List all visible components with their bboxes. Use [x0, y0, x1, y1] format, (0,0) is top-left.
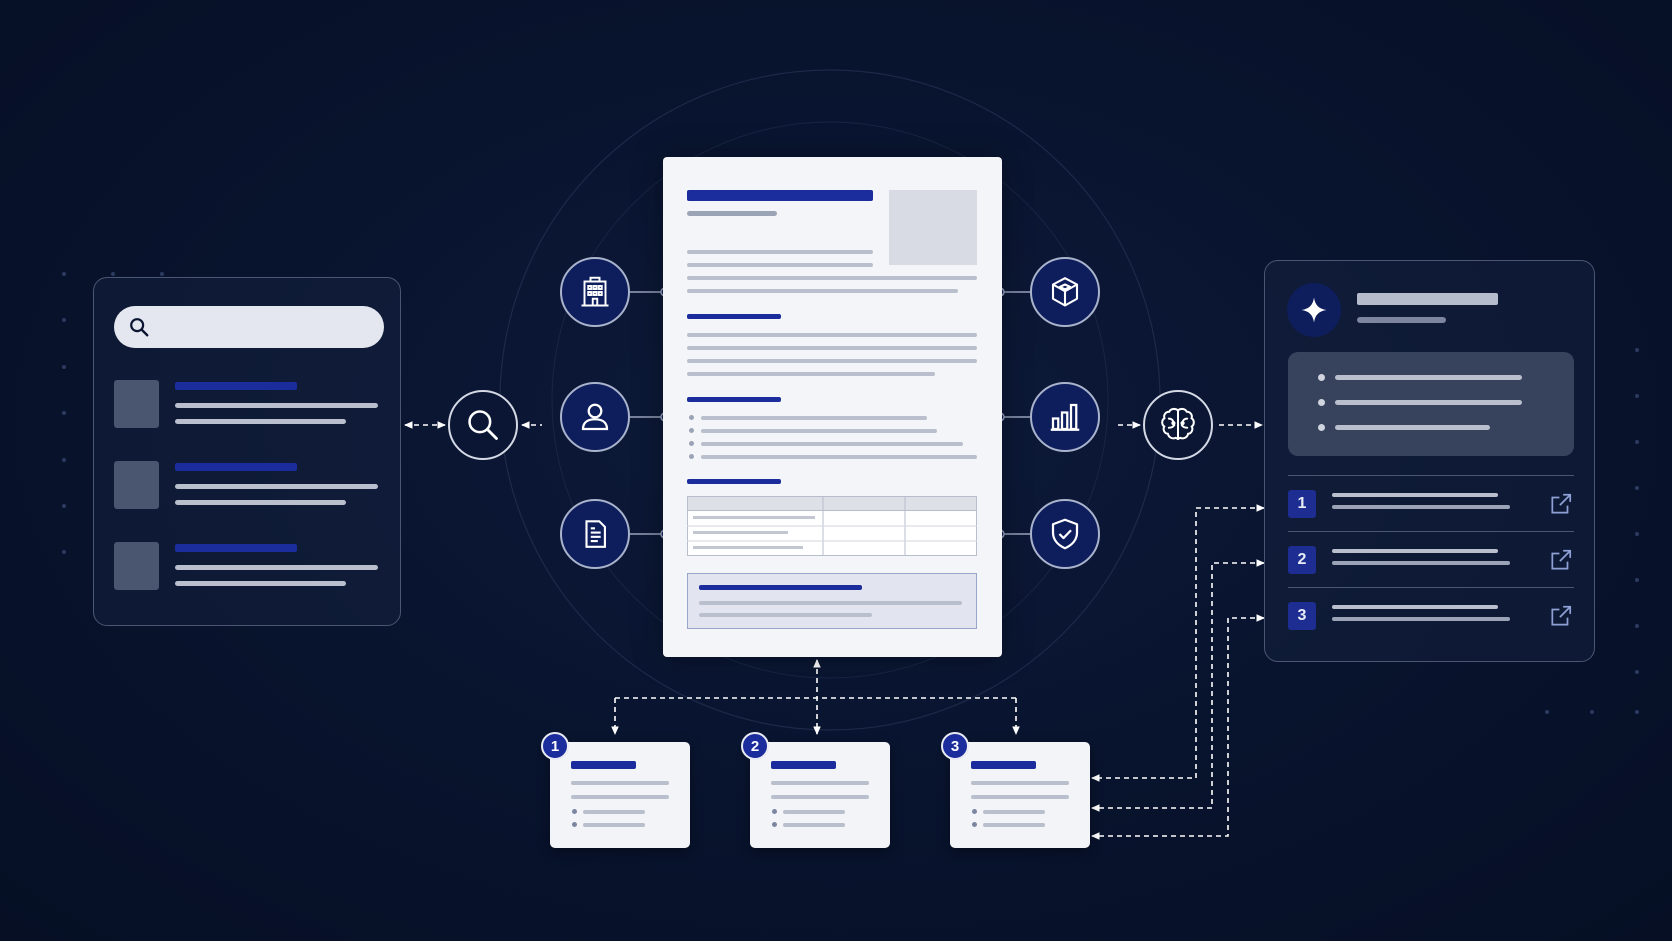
document-node: [560, 499, 630, 569]
doc-text-line: [687, 372, 935, 376]
doc-subtitle: [687, 211, 777, 216]
source-number-badge: 2: [1288, 546, 1316, 574]
ai-reasoning-node: [1143, 390, 1213, 460]
analytics-node: [1030, 382, 1100, 452]
doc-bullet-line: [701, 442, 963, 446]
product-node: [1030, 257, 1100, 327]
chunk-number-badge: 3: [941, 732, 969, 760]
connector-doc-to-chunks: [611, 659, 1020, 735]
user-icon: [581, 403, 609, 431]
source-number-badge: 3: [1288, 602, 1316, 630]
doc-table: [687, 496, 977, 556]
search-input[interactable]: [114, 306, 384, 348]
shield-check-icon: [1051, 518, 1079, 550]
result-title: [175, 463, 297, 471]
summary-line: [1335, 400, 1522, 405]
result-thumbnail: [114, 380, 159, 428]
query-node: [448, 390, 518, 460]
result-snippet: [175, 403, 378, 408]
answer-title: [1357, 293, 1498, 305]
answer-summary: [1288, 352, 1574, 456]
search-result-item[interactable]: [114, 461, 384, 511]
summary-line: [1335, 425, 1490, 430]
external-link-icon[interactable]: [1548, 491, 1574, 517]
doc-text-line: [687, 276, 977, 280]
doc-section-heading: [687, 314, 781, 319]
ai-answer-panel: 1 2 3: [1264, 260, 1595, 662]
document-icon: [585, 520, 606, 548]
chunk-card: 2: [741, 732, 890, 848]
doc-text-line: [687, 263, 873, 267]
external-link-icon[interactable]: [1548, 603, 1574, 629]
security-node: [1030, 499, 1100, 569]
doc-bullet-line: [701, 429, 937, 433]
source-citation-row[interactable]: 3: [1288, 587, 1574, 644]
source-number-badge: 1: [1288, 490, 1316, 518]
search-result-item[interactable]: [114, 380, 384, 430]
result-thumbnail: [114, 461, 159, 509]
doc-title: [687, 190, 873, 201]
doc-section-heading: [687, 479, 781, 484]
doc-text-line: [687, 289, 958, 293]
cube-icon: [1051, 277, 1079, 307]
chunk-number-badge: 2: [741, 732, 769, 760]
doc-image-placeholder: [889, 190, 977, 265]
search-icon: [130, 318, 149, 337]
dot-grid-left: [62, 272, 164, 554]
bar-chart-icon: [1050, 403, 1080, 431]
search-result-item[interactable]: [114, 542, 384, 592]
result-snippet: [175, 419, 346, 424]
answer-subtitle: [1357, 317, 1446, 323]
chunk-card: 1: [541, 732, 690, 848]
doc-text-line: [687, 346, 977, 350]
search-results-panel: [93, 277, 401, 626]
doc-text-line: [687, 333, 977, 337]
doc-section-heading: [687, 397, 781, 402]
search-icon: [468, 410, 498, 440]
doc-text-line: [687, 250, 873, 254]
result-snippet: [175, 565, 378, 570]
connector-chunks-to-sources: [1091, 504, 1265, 840]
source-document: [663, 157, 1002, 657]
result-title: [175, 382, 297, 390]
chunk-number-badge: 1: [541, 732, 569, 760]
orbit-ring-inner: [551, 121, 1109, 679]
organization-node: [560, 257, 630, 327]
result-snippet: [175, 484, 378, 489]
external-link-icon[interactable]: [1548, 547, 1574, 573]
sparkle-icon: [1301, 297, 1327, 323]
brain-icon: [1161, 407, 1195, 440]
source-citation-row[interactable]: 1: [1288, 475, 1574, 532]
result-title: [175, 544, 297, 552]
chunk-card: 3: [941, 732, 1090, 848]
result-thumbnail: [114, 542, 159, 590]
doc-highlighted-passage: [687, 573, 977, 629]
result-snippet: [175, 581, 346, 586]
source-citation-row[interactable]: 2: [1288, 531, 1574, 588]
doc-bullet-line: [701, 416, 927, 420]
doc-bullet-line: [701, 455, 977, 459]
doc-text-line: [687, 359, 977, 363]
building-icon: [581, 276, 609, 307]
person-node: [560, 382, 630, 452]
answer-avatar: [1287, 283, 1341, 337]
dot-grid-right: [1545, 348, 1639, 714]
summary-line: [1335, 375, 1522, 380]
result-snippet: [175, 500, 346, 505]
